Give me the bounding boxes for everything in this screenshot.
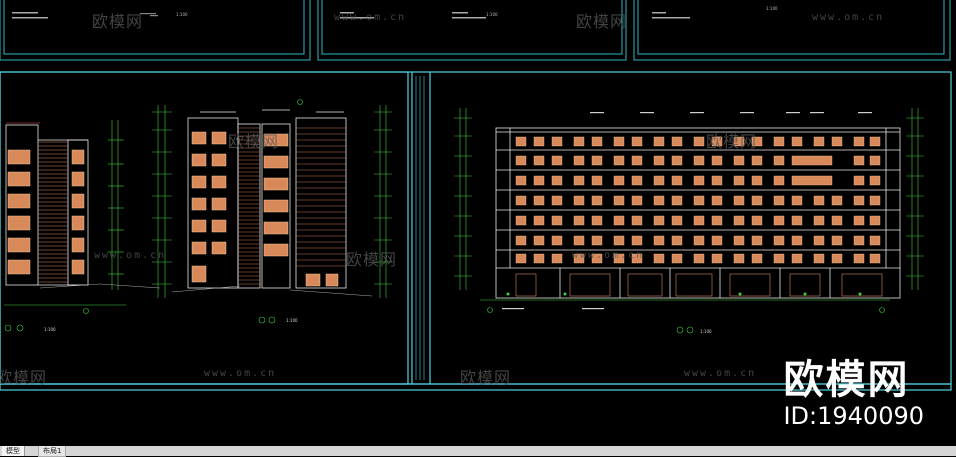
layout-tab-bar: 模型 布局1 xyxy=(0,446,956,457)
middle-windows xyxy=(191,131,339,287)
watermark-url-4: www.om.cn xyxy=(572,250,645,261)
left-hatch xyxy=(38,141,68,283)
front-elevation: 1:100 xyxy=(454,108,924,334)
cad-drawing-svg: 1:100 xyxy=(0,0,952,391)
brand-name: 欧模网 xyxy=(783,357,910,403)
middle-hatch xyxy=(238,127,346,285)
tab-model[interactable]: 模型 xyxy=(2,446,25,456)
watermark-brand-2: 欧模网 xyxy=(576,12,628,31)
top-viewport-label-a: 1:100 xyxy=(176,12,188,17)
right-view-caption: 1:100 xyxy=(700,329,712,334)
watermark-url-5: www.om.cn xyxy=(204,368,277,379)
ground-floor xyxy=(515,273,883,297)
left-elevation-1: 1:100 xyxy=(4,120,161,332)
watermark-brand-6: 欧模网 xyxy=(0,368,48,387)
watermark-url-3: www.om.cn xyxy=(94,250,167,261)
plants xyxy=(506,292,862,296)
front-windows xyxy=(515,136,881,264)
watermark-brand-3: 欧模网 xyxy=(228,132,280,151)
top-viewport-frames xyxy=(0,0,951,61)
watermark-url-6: www.om.cn xyxy=(684,368,757,379)
watermark-brand-7: 欧模网 xyxy=(460,368,512,387)
top-viewport-label-b: 1:100 xyxy=(486,12,498,17)
middle-elevation: 1:100 xyxy=(152,99,392,324)
watermark-url-1: www.om.cn xyxy=(334,12,407,23)
top-viewport-label-c: 1:100 xyxy=(766,6,778,11)
watermark-brand-1: 欧模网 xyxy=(92,12,144,31)
left-view-caption: 1:100 xyxy=(44,327,56,332)
brand-id: ID:1940090 xyxy=(783,402,924,430)
watermark-brand-4: 欧模网 xyxy=(706,132,758,151)
watermark-url-2: www.om.cn xyxy=(812,12,885,23)
cad-model-canvas[interactable]: 1:100 xyxy=(0,0,956,446)
left-balconies xyxy=(7,149,85,275)
top-viewport-notes xyxy=(12,12,690,19)
tab-layout-1[interactable]: 布局1 xyxy=(38,446,67,457)
brand-badge: 欧模网 ID:1940090 xyxy=(783,358,924,430)
main-viewport-frames xyxy=(0,71,952,391)
middle-view-caption: 1:100 xyxy=(286,318,298,323)
watermark-brand-5: 欧模网 xyxy=(346,250,398,269)
